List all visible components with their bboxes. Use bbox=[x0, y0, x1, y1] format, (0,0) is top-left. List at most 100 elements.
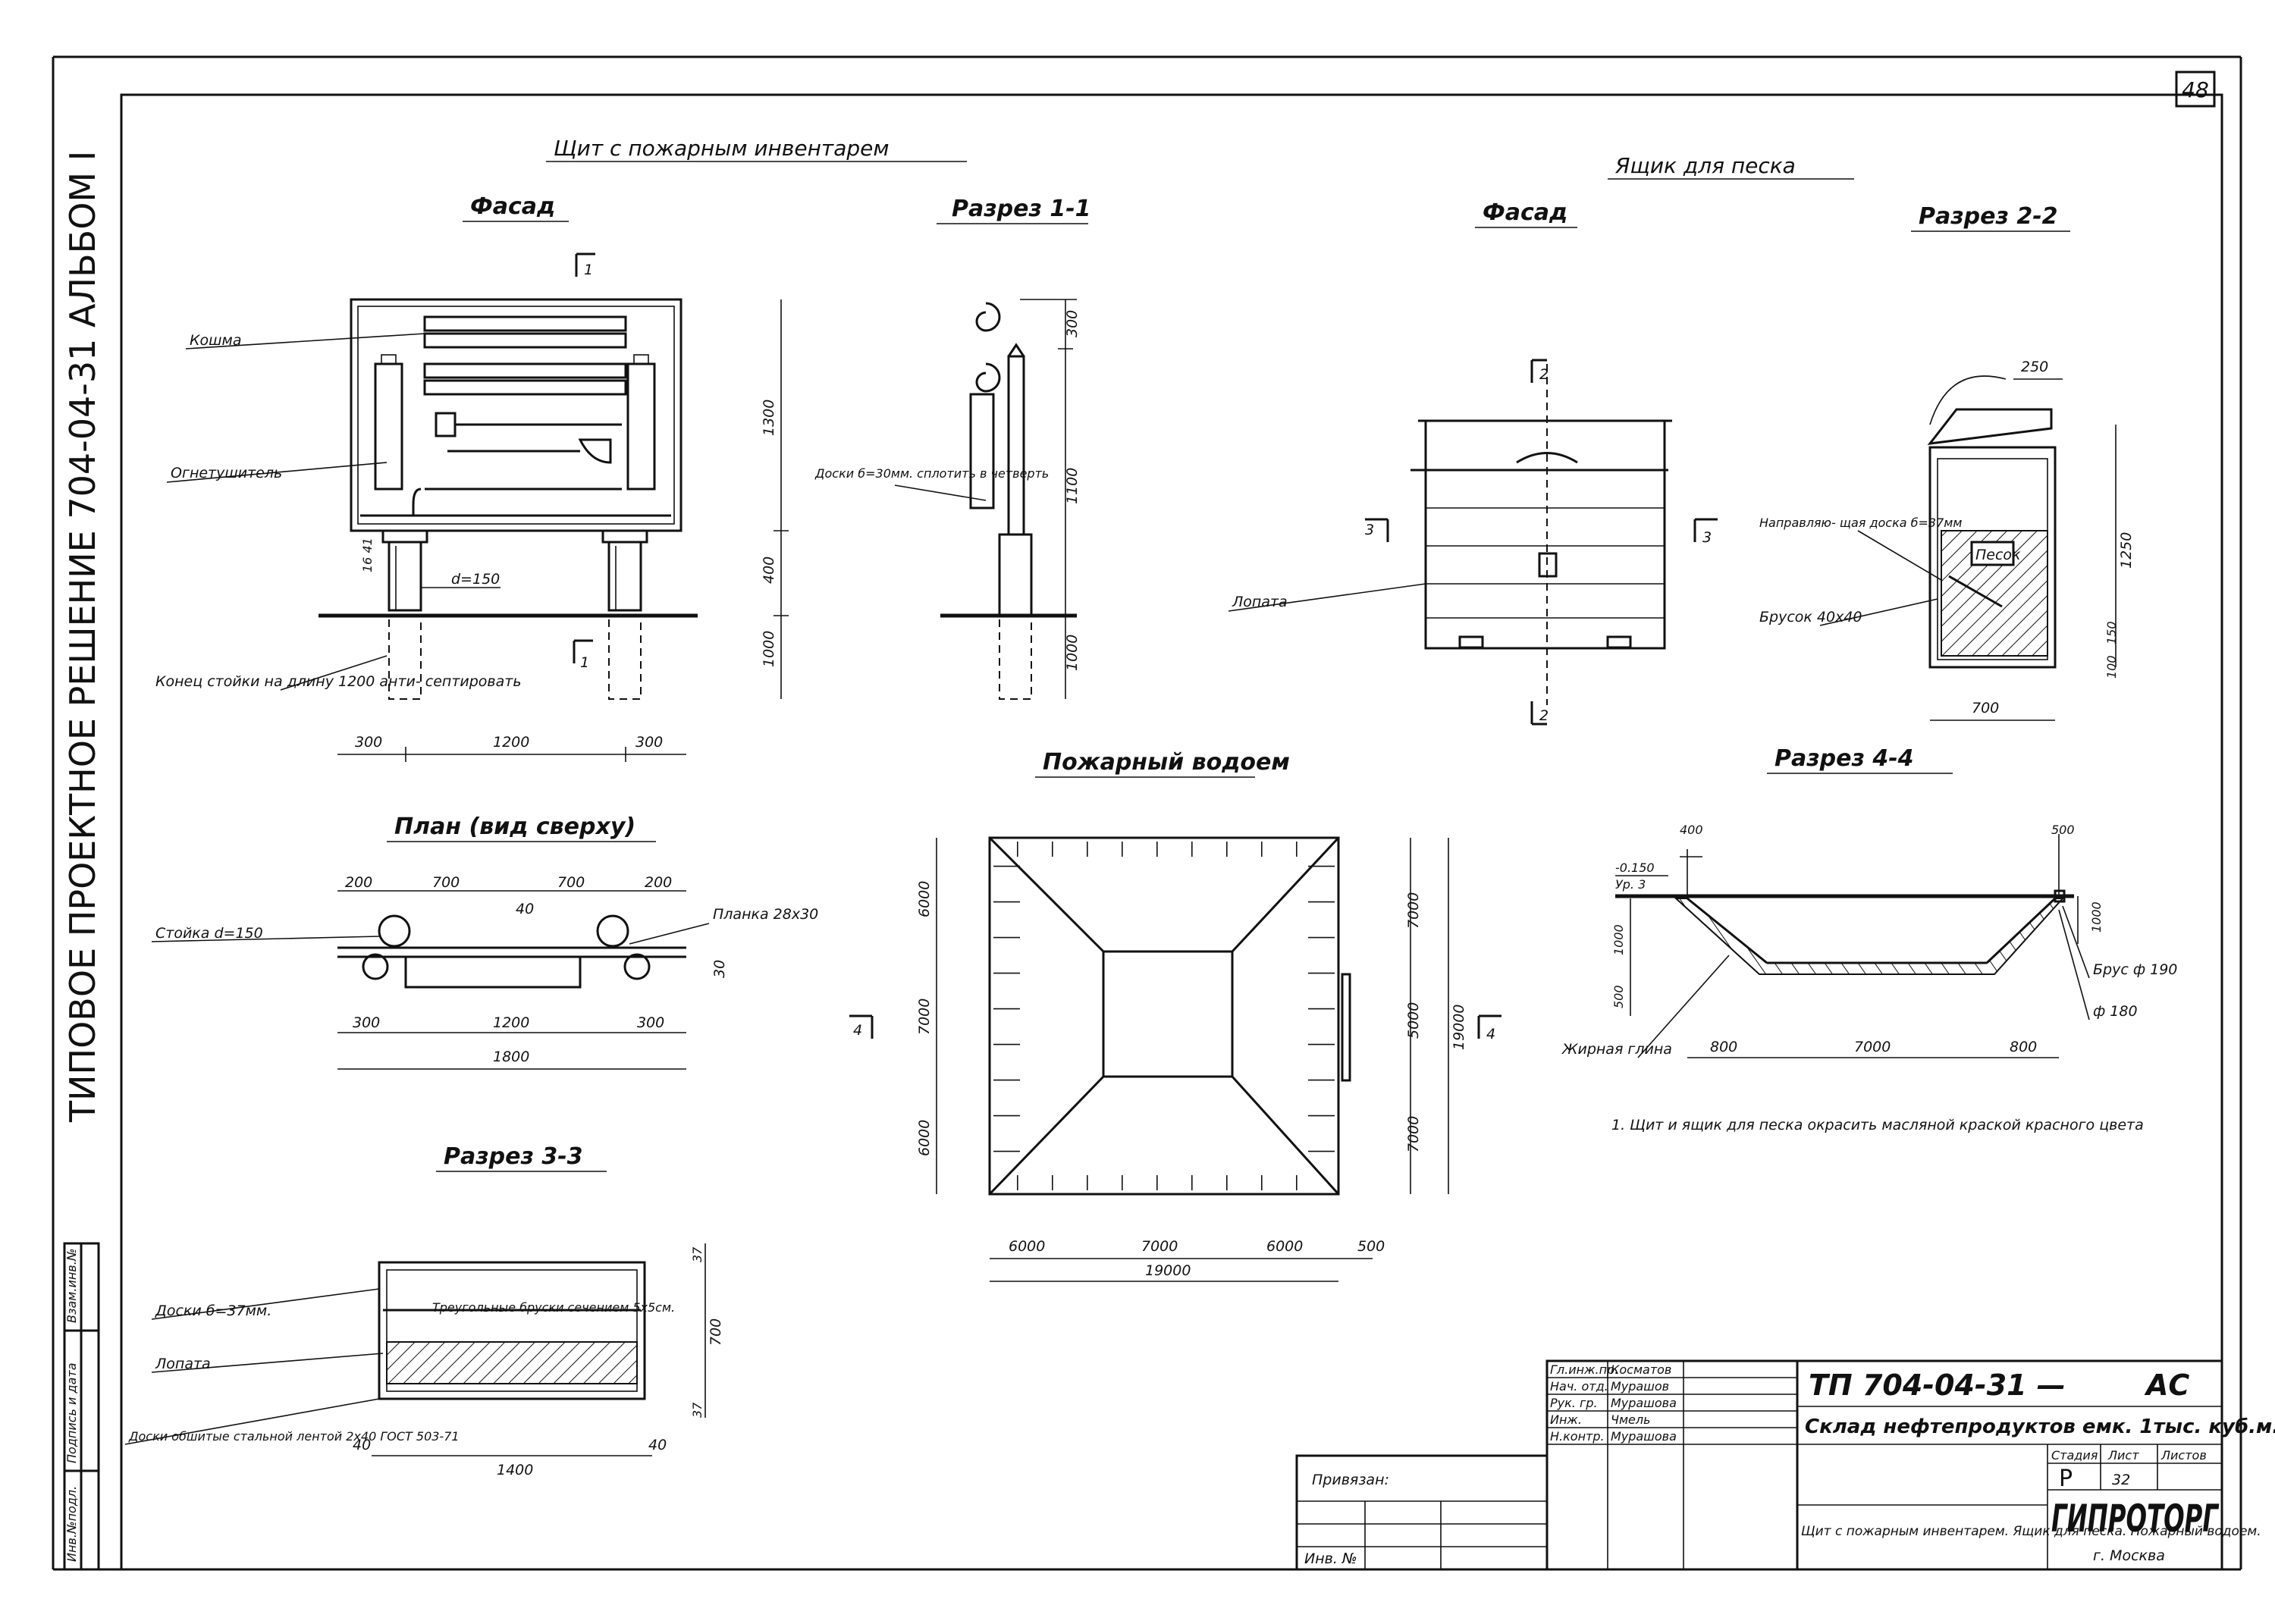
shield-title: Щит с пожарным инвентарем bbox=[554, 136, 890, 161]
s22-dim-h: 1250 bbox=[2118, 532, 2135, 569]
pond-dim-total-bottom: 19000 bbox=[1145, 1262, 1191, 1279]
sandbox-mark-left: 3 bbox=[1365, 522, 1374, 538]
section33-heading: Разрез 3-3 bbox=[444, 1143, 583, 1170]
s33-dim-left: 40 bbox=[353, 1437, 371, 1453]
pond-dim-bottom-1: 7000 bbox=[1141, 1238, 1178, 1255]
tb-name-4: Мурашова bbox=[1611, 1429, 1677, 1444]
s33-dim-h: 700 bbox=[708, 1318, 724, 1346]
pond-mark-left: 4 bbox=[853, 1022, 862, 1039]
shield-section-33: Треугольные бруски сечением 5x5см. Доски… bbox=[124, 1243, 724, 1478]
pond-slope-hatching bbox=[993, 842, 1335, 1190]
sheet-number: 48 bbox=[2182, 77, 2209, 102]
shield-facade-heading: Фасад bbox=[470, 193, 555, 220]
plan-label-post: Стойка d=150 bbox=[155, 925, 263, 942]
tb-stage-label: Стадия bbox=[2051, 1448, 2098, 1463]
dim-s11-d3: 1000 bbox=[1064, 635, 1081, 671]
dim-shield-small: 16 41 bbox=[360, 538, 375, 572]
section11-heading: Разрез 1-1 bbox=[952, 196, 1091, 222]
s22-dim-h2: 150 bbox=[2104, 621, 2119, 644]
plan-label-plank: Планка 28x30 bbox=[713, 906, 818, 923]
title-block: Привязан: Инв. № Гл.инж.пр. Косматов Нач… bbox=[1295, 1359, 2275, 1571]
tb-mark: АС bbox=[2144, 1368, 2189, 1402]
tb-inv: Инв. № bbox=[1304, 1550, 1357, 1567]
dim-shield-h1: 1300 bbox=[761, 400, 777, 436]
s44-label-level-tag: Ур. 3 bbox=[1615, 877, 1646, 892]
label-post-end: Конец стойки на длину 1200 анти- септиро… bbox=[155, 673, 522, 690]
pond-dim-right-0: 7000 bbox=[1405, 892, 1422, 929]
sandbox-mark-right: 3 bbox=[1702, 529, 1712, 546]
plan-dim-bottom-2: 300 bbox=[637, 1014, 664, 1031]
s44-dim-bottom-1: 7000 bbox=[1854, 1039, 1891, 1055]
plan-dim-top-0: 200 bbox=[345, 874, 372, 891]
tb-name-3: Чмель bbox=[1611, 1412, 1651, 1427]
shield-facade: 1 1 Кошма Огнетушитель d=150 Конец стойк… bbox=[155, 252, 789, 762]
side-stamp: Инв.№подл. Подпись и дата Взам.инв.№ bbox=[63, 1242, 100, 1571]
s44-dim-bottom-0: 800 bbox=[1710, 1039, 1737, 1055]
s22-dim-h3: 100 bbox=[2104, 655, 2119, 679]
s44-dim-bottom-2: 800 bbox=[2010, 1039, 2037, 1055]
tb-sheet-title: Щит с пожарным инвентарем. Ящик для песк… bbox=[1801, 1524, 2261, 1539]
s44-label-clay: Жирная глина bbox=[1561, 1041, 1672, 1058]
pond-dim-right-2: 7000 bbox=[1405, 1116, 1422, 1152]
stamp-vzam: Взам.инв.№ bbox=[64, 1249, 79, 1323]
pond-dim-left-1: 7000 bbox=[916, 999, 933, 1035]
s44-dim-top-left: 400 bbox=[1680, 823, 1703, 837]
s33-dim-bottom: 37 bbox=[690, 1402, 704, 1418]
tb-sheet-label: Лист bbox=[2107, 1448, 2139, 1463]
stamp-inv-podl: Инв.№подл. bbox=[64, 1486, 79, 1562]
label-felt: Кошма bbox=[190, 332, 241, 349]
mark-1-bottom: 1 bbox=[580, 654, 589, 671]
shield-plan: 200 700 700 200 40 30 Стойка d=150 Планк… bbox=[151, 874, 818, 1070]
tb-sheet: 32 bbox=[2112, 1472, 2130, 1488]
tb-project: Склад нефтепродуктов емк. 1тыс. куб.м. bbox=[1805, 1416, 2275, 1438]
side-title-text: ТИПОВОЕ ПРОЕКТНОЕ РЕШЕНИЕ 704-04-31 АЛЬБ… bbox=[62, 151, 103, 1123]
plan-dim-top-1: 700 bbox=[432, 874, 460, 891]
s22-label-guide: Направляю- щая доска б=37мм bbox=[1759, 516, 1962, 530]
pond-dim-total-right: 19000 bbox=[1451, 1005, 1467, 1050]
paint-note: 1. Щит и ящик для песка окрасить масляно… bbox=[1611, 1117, 2144, 1133]
s33-label-bars: Треугольные бруски сечением 5x5см. bbox=[432, 1300, 675, 1315]
tb-org: ГИПРОТОРГ bbox=[2051, 1497, 2220, 1541]
tb-role-2: Рук. гр. bbox=[1550, 1396, 1598, 1410]
pond-dim-left-2: 6000 bbox=[916, 1120, 933, 1156]
s44-dim-left-h1: 1000 bbox=[1611, 924, 1626, 955]
sandbox-title: Ящик для песка bbox=[1614, 153, 1796, 178]
pond-dim-left-0: 6000 bbox=[916, 881, 933, 917]
sandbox-facade-heading: Фасад bbox=[1483, 199, 1567, 226]
tb-sheets-label: Листов bbox=[2160, 1448, 2207, 1463]
tb-name-0: Косматов bbox=[1611, 1362, 1671, 1377]
s22-dim-w: 700 bbox=[1972, 700, 1999, 716]
plan-heading: План (вид сверху) bbox=[394, 814, 635, 840]
sandbox-mark-top: 2 bbox=[1539, 366, 1549, 383]
tb-code: ТП 704-04-31 — bbox=[1809, 1368, 2066, 1402]
plan-dim-bottom-1: 1200 bbox=[493, 1014, 529, 1031]
stamp-sign-date: Подпись и дата bbox=[64, 1362, 79, 1463]
s44-dim-left-h2: 500 bbox=[1611, 985, 1626, 1008]
pond-mark-right: 4 bbox=[1486, 1026, 1495, 1042]
dim-shield-w-mid: 1200 bbox=[493, 734, 529, 751]
plan-dim-top-2: 700 bbox=[557, 874, 585, 891]
mark-1-top: 1 bbox=[584, 262, 593, 278]
dim-s11-d1: 300 bbox=[1064, 310, 1081, 337]
section22-heading: Разрез 2-2 bbox=[1919, 203, 2058, 230]
dim-shield-h3: 1000 bbox=[761, 631, 777, 667]
dim-s11-d2: 1100 bbox=[1064, 468, 1081, 504]
tb-city: г. Москва bbox=[2093, 1547, 2165, 1564]
s22-label-sand: Песок bbox=[1975, 547, 2021, 563]
sandbox-mark-bottom: 2 bbox=[1539, 707, 1549, 724]
section11-label: Доски б=30мм. сплотить в четверть bbox=[814, 466, 1049, 481]
sandbox-facade: 2 2 3 3 Лопата bbox=[1228, 359, 1718, 726]
s44-dim-right-h: 1000 bbox=[2089, 901, 2104, 933]
s33-dim-top: 37 bbox=[690, 1246, 704, 1262]
side-title: ТИПОВОЕ ПРОЕКТНОЕ РЕШЕНИЕ 704-04-31 АЛЬБ… bbox=[62, 151, 103, 1123]
tb-role-0: Гл.инж.пр. bbox=[1550, 1362, 1618, 1377]
pond-heading: Пожарный водоем bbox=[1043, 749, 1290, 776]
plan-dim-top-3: 200 bbox=[645, 874, 672, 891]
shield-section-11: Доски б=30мм. сплотить в четверть 300 11… bbox=[814, 299, 1081, 700]
s22-label-bar: Брусок 40x40 bbox=[1759, 609, 1862, 625]
s33-dim-right: 40 bbox=[648, 1437, 667, 1453]
plan-dim-side: 30 bbox=[711, 960, 728, 978]
dim-shield-w-right: 300 bbox=[635, 734, 663, 751]
tb-role-1: Нач. отд. bbox=[1550, 1379, 1608, 1394]
